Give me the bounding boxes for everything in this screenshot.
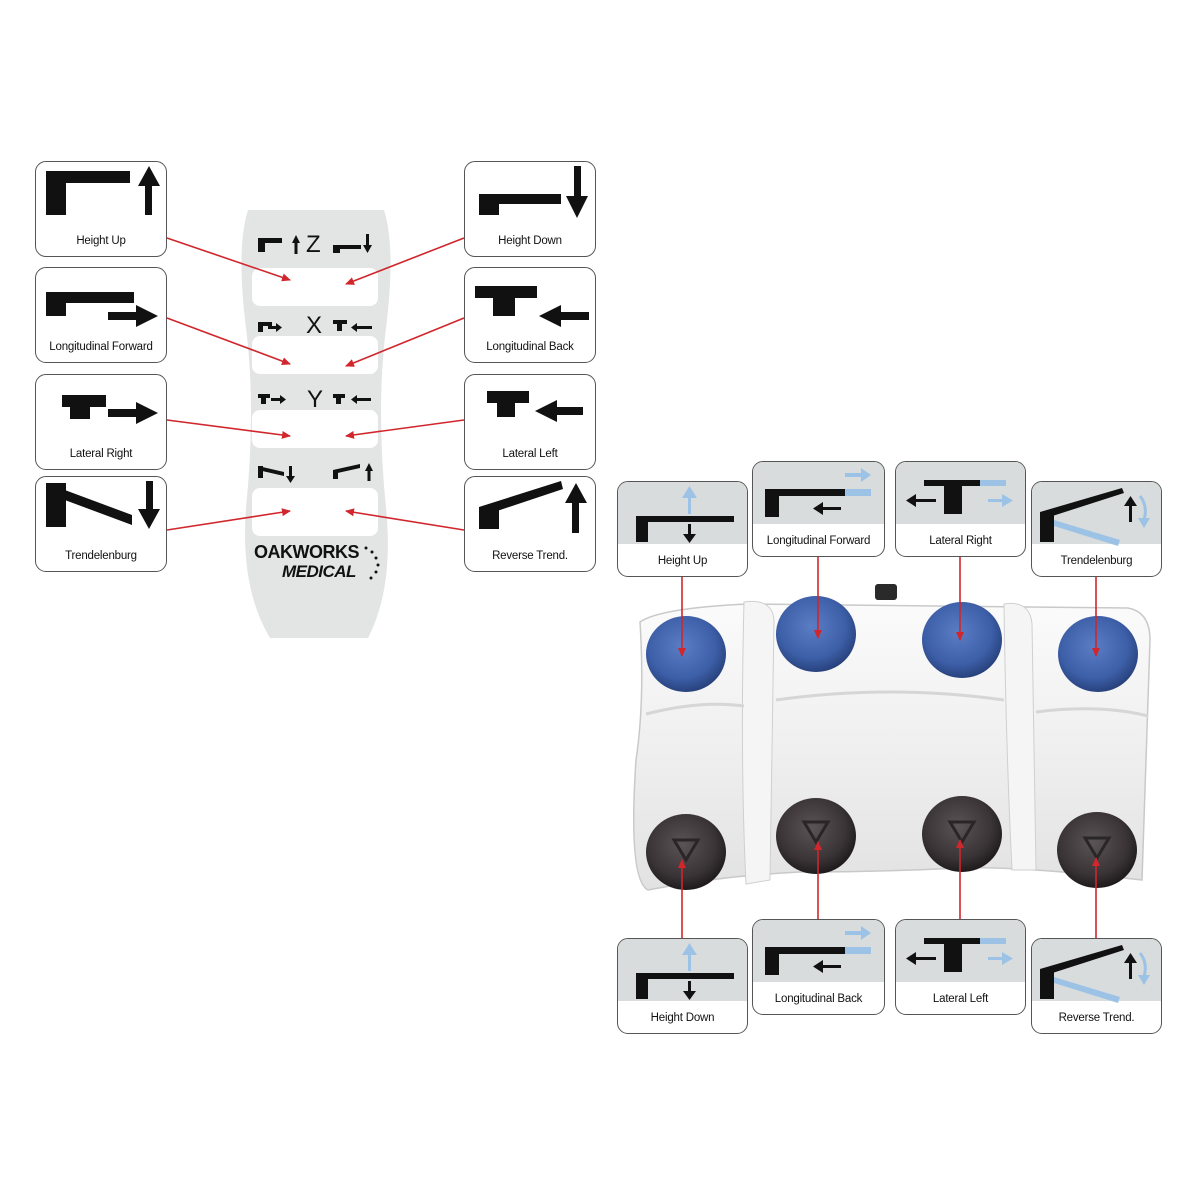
card-label: Height Up	[657, 555, 708, 567]
card-label: Longitudinal Forward	[49, 341, 153, 353]
pedal-button-longitudinal-back[interactable]	[776, 798, 856, 874]
pedal-button-lateral-right[interactable]	[922, 602, 1002, 678]
pedal-card-lateral-left: Lateral Left	[895, 919, 1026, 1015]
reverse-trend-icon	[479, 481, 587, 533]
card-longitudinal-forward: Longitudinal Forward	[35, 267, 167, 363]
card-label: Trendelenburg	[1060, 555, 1133, 567]
pedal-button-trendelenburg[interactable]	[1058, 616, 1138, 692]
card-longitudinal-back: Longitudinal Back	[464, 267, 596, 363]
brand-name: OAKWORKS	[254, 542, 360, 562]
card-label: Trendelenburg	[65, 550, 137, 562]
axis-label-y: Y	[307, 386, 324, 413]
card-label: Longitudinal Back	[486, 341, 574, 353]
card-lateral-left: Lateral Left	[464, 374, 596, 470]
axis-label-z: Z	[306, 231, 321, 258]
pedal-button-height-up[interactable]	[646, 616, 726, 692]
card-label: Lateral Right	[929, 535, 992, 547]
pedal-card-height-down: Height Down	[617, 938, 748, 1034]
height-up-icon	[46, 166, 160, 215]
lateral-right-icon	[906, 480, 1013, 514]
card-label: Lateral Left	[932, 993, 989, 1005]
trendelenburg-icon	[1040, 488, 1150, 546]
height-up-icon	[636, 486, 734, 543]
trendelenburg-icon	[46, 481, 160, 529]
card-label: Reverse Trend.	[1058, 1012, 1135, 1024]
card-label: Longitudinal Back	[774, 993, 863, 1005]
card-label: Height Down	[650, 1012, 715, 1024]
pedal-card-reverse-trend: Reverse Trend.	[1031, 938, 1162, 1034]
pedal-card-longitudinal-back: Longitudinal Back	[752, 919, 885, 1015]
height-down-icon	[636, 943, 734, 1000]
lateral-left-icon	[906, 938, 1013, 972]
pedal-button-reverse-trend[interactable]	[1057, 812, 1137, 888]
height-down-icon	[479, 166, 588, 218]
card-height-up: Height Up	[35, 161, 167, 257]
longitudinal-back-icon	[475, 286, 589, 327]
reverse-trend-icon	[1040, 945, 1150, 1003]
card-label: Height Down	[498, 235, 562, 247]
card-trendelenburg: Trendelenburg	[35, 476, 167, 572]
pedal-button-lateral-left[interactable]	[922, 796, 1002, 872]
longitudinal-forward-icon	[765, 468, 871, 517]
card-label: Lateral Left	[502, 448, 558, 460]
pedal-card-longitudinal-forward: Longitudinal Forward	[752, 461, 885, 557]
card-lateral-right: Lateral Right	[35, 374, 167, 470]
pedal-button-height-down[interactable]	[646, 814, 726, 890]
pedal-card-trendelenburg: Trendelenburg	[1031, 481, 1162, 577]
lateral-left-icon	[487, 391, 583, 422]
axis-label-x: X	[306, 312, 323, 339]
pedal-card-height-up: Height Up	[617, 481, 748, 577]
longitudinal-back-icon	[765, 926, 871, 975]
card-label: Lateral Right	[69, 448, 133, 460]
pedal-button-longitudinal-forward[interactable]	[776, 596, 856, 672]
card-label: Longitudinal Forward	[766, 535, 871, 547]
lateral-right-icon	[62, 395, 158, 424]
card-label: Height Up	[76, 235, 126, 247]
brand-subtitle: MEDICAL	[282, 562, 356, 581]
pedal-card-lateral-right: Lateral Right	[895, 461, 1026, 557]
card-reverse-trend: Reverse Trend.	[464, 476, 596, 572]
card-height-down: Height Down	[464, 161, 596, 257]
longitudinal-forward-icon	[46, 292, 158, 327]
card-label: Reverse Trend.	[492, 550, 568, 562]
